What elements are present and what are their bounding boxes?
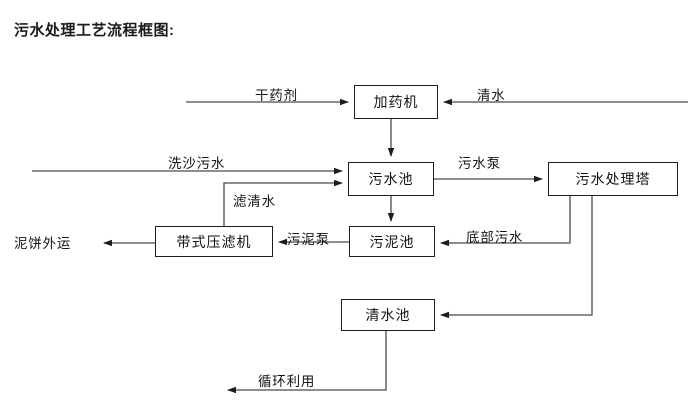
edge-label-sand-wash-sewage: 洗沙污水 [168, 156, 226, 171]
edge-label-filtered-clear-water: 滤清水 [233, 194, 276, 209]
edge-label-recycle-reuse: 循环利用 [258, 374, 316, 389]
edge-clear-water-to-recycle [227, 331, 387, 394]
node-sludge-pool[interactable]: 污泥池 [349, 226, 435, 257]
node-dosing-machine[interactable]: 加药机 [354, 85, 438, 119]
node-label: 清水池 [365, 307, 411, 323]
edge-label-dry-chemical: 干药剂 [255, 88, 298, 103]
edge-bottom-sewage-to-sludge-pool [440, 196, 571, 247]
node-belt-filter-press[interactable]: 带式压滤机 [155, 226, 273, 257]
edge-label-bottom-sewage: 底部污水 [466, 230, 524, 245]
edge-label-clean-water: 清水 [477, 88, 506, 103]
node-label: 污水池 [368, 171, 414, 187]
edge-filtered-water-to-sewage-pool [223, 179, 343, 226]
node-clear-water-pool[interactable]: 清水池 [341, 299, 435, 331]
node-label: 污水处理塔 [575, 171, 651, 187]
edge-tower-to-clear-water-pool [440, 196, 593, 319]
terminal-label-mud-cake-out: 泥饼外运 [14, 236, 72, 251]
node-label: 污泥池 [369, 233, 415, 250]
node-label: 加药机 [373, 94, 419, 110]
node-treatment-tower[interactable]: 污水处理塔 [548, 162, 678, 196]
page-title: 污水处理工艺流程框图: [14, 22, 175, 39]
edge-label-sewage-pump: 污水泵 [458, 156, 501, 171]
node-sewage-pool[interactable]: 污水池 [348, 162, 434, 196]
edge-label-sludge-pump: 污泥泵 [287, 232, 330, 247]
node-label: 带式压滤机 [176, 233, 252, 250]
